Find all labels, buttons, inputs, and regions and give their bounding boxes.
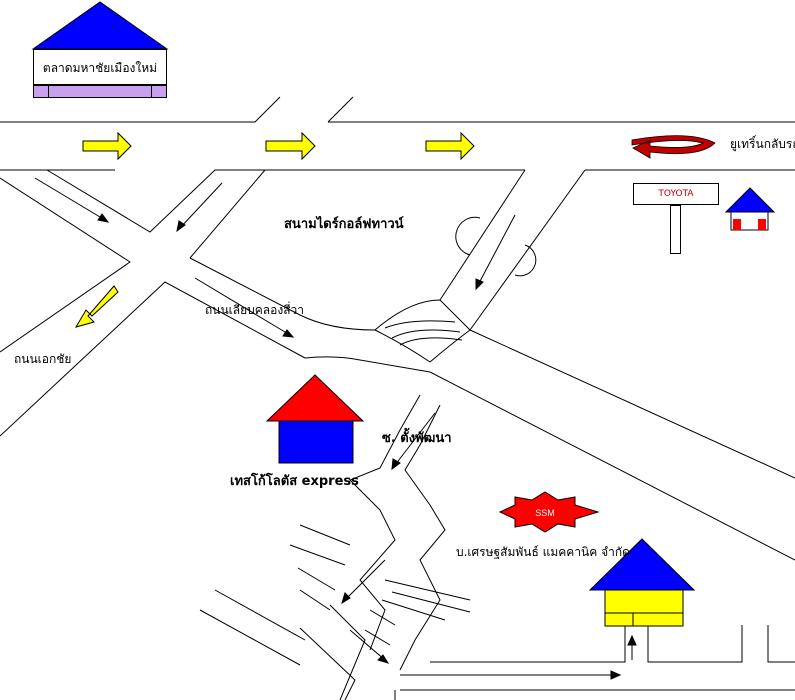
road-edge	[199, 609, 301, 666]
road-edge	[329, 604, 366, 700]
u-turn-arrow-icon	[631, 135, 716, 159]
ssm-label: SSM	[535, 508, 555, 518]
loop	[455, 216, 481, 256]
road-edge	[767, 625, 795, 663]
company-building	[604, 589, 684, 627]
road-edge	[430, 625, 626, 663]
company-label: บ.เศรษฐสัมพันธ์ แมคคานิค จำกัด	[456, 545, 630, 559]
market-label: ตลาดมหาชัยเมืองใหม่	[33, 49, 167, 85]
yellow-arrow-icon	[82, 131, 132, 161]
road-edge	[304, 356, 431, 373]
starburst-icon	[498, 491, 600, 533]
road-edge	[381, 599, 446, 621]
road-edge	[349, 394, 421, 651]
road-edge	[647, 625, 743, 663]
toyota-sign: TOYOTA	[633, 183, 719, 205]
tesco-building	[278, 420, 354, 464]
road-edge	[399, 404, 446, 671]
road-edge	[0, 96, 281, 123]
direction-arrow	[344, 559, 386, 601]
direction-arrow	[34, 177, 106, 221]
toyota-post	[670, 205, 681, 254]
direction-arrow	[194, 277, 291, 336]
canal-road-label: ถนนเลียบคลองสี่วา	[205, 303, 305, 317]
soi-label: ซ. ตั้งพัฒนา	[382, 431, 452, 446]
tesco-label: เทสโก้โลตัส express	[230, 474, 359, 489]
road-edge	[289, 544, 346, 566]
road-edge	[299, 524, 351, 546]
yellow-arrow-icon	[74, 285, 119, 328]
loop	[514, 244, 537, 277]
ekachai-road-label: ถนนเอกชัย	[14, 352, 72, 366]
road-edge	[369, 609, 396, 626]
yellow-arrow-icon	[425, 131, 475, 161]
road-edge	[469, 329, 795, 479]
road-edge	[439, 169, 526, 301]
direction-arrow	[394, 412, 436, 466]
direction-arrow	[349, 629, 386, 661]
road-edge	[297, 567, 336, 591]
house-icon	[724, 187, 776, 213]
bridge-line	[391, 329, 461, 339]
house-icon	[265, 374, 365, 422]
road-edge	[364, 629, 391, 646]
direction-arrow	[179, 182, 223, 229]
yellow-arrow-icon	[265, 131, 316, 161]
market-base	[33, 85, 167, 98]
uturn-label: ยูเทริ์นกลับรถ	[730, 137, 795, 151]
direction-arrow	[477, 214, 516, 286]
road-edge	[46, 169, 525, 233]
road-edge	[299, 589, 331, 611]
golf-label: สนามไดร์กอล์ฟทาวน์	[284, 217, 404, 232]
road-edge	[189, 169, 266, 259]
road-edge	[429, 371, 795, 561]
bridge-line	[399, 337, 463, 346]
road-edge	[0, 281, 306, 437]
road-edge	[469, 169, 586, 331]
house-icon	[31, 1, 169, 50]
road-edge	[391, 591, 471, 613]
bridge-line	[384, 320, 456, 329]
road-edge	[189, 257, 376, 331]
road-edge	[0, 177, 131, 353]
road-edge	[299, 627, 356, 700]
bridge	[374, 299, 471, 363]
road-edge	[384, 579, 471, 601]
road-edge	[327, 96, 354, 123]
road-edge	[214, 589, 306, 641]
